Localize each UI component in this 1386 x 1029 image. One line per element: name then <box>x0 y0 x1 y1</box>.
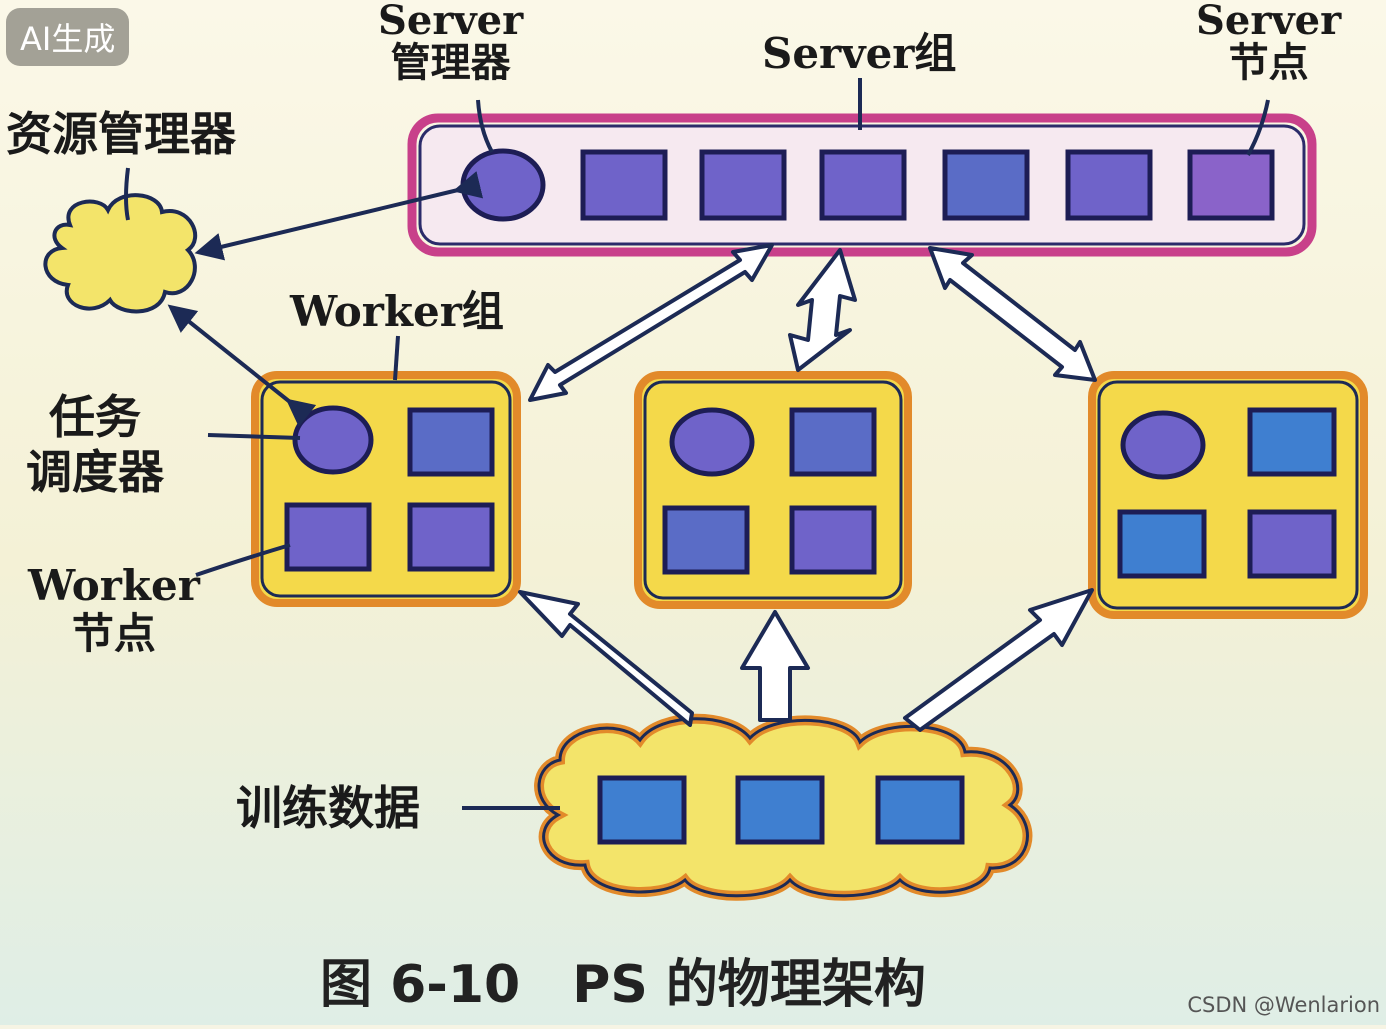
leader-task-scheduler <box>207 433 301 440</box>
server-node <box>699 149 787 221</box>
data-arrow-worker3 <box>903 588 1094 732</box>
worker-group-2 <box>634 371 912 609</box>
task-scheduler-circle <box>669 407 755 477</box>
worker-resource-arrow <box>167 304 317 427</box>
server-resource-arrow <box>194 171 484 261</box>
task-scheduler-circle <box>1120 410 1206 480</box>
ai-generated-badge: AI生成 <box>6 8 130 66</box>
worker-group-3 <box>1088 371 1368 619</box>
server-node <box>1187 149 1275 221</box>
connector-lines <box>124 78 1270 810</box>
server-worker-arrows <box>528 243 1097 402</box>
data-arrow-worker2 <box>740 610 810 722</box>
label-server-node: Server 节点 <box>1196 0 1342 86</box>
server-node <box>580 149 668 221</box>
leader-resource-manager <box>124 167 130 221</box>
worker-node <box>1247 407 1337 477</box>
worker-node <box>284 502 372 572</box>
data-block <box>597 775 687 845</box>
server-manager-circle <box>460 148 546 222</box>
server-node <box>819 149 907 221</box>
worker-node <box>789 505 877 575</box>
data-block <box>735 775 825 845</box>
label-server-group: Server组 <box>762 29 957 78</box>
label-training-data: 训练数据 <box>236 781 420 835</box>
double-arrow-worker2 <box>788 248 857 372</box>
task-scheduler-circle <box>292 405 374 475</box>
leader-worker-group <box>393 335 400 381</box>
watermark: CSDN @Wenlarion <box>1187 993 1380 1017</box>
label-task-scheduler: 任务 调度器 <box>26 390 164 500</box>
server-node <box>1065 149 1153 221</box>
worker-node <box>1117 509 1207 579</box>
data-worker-arrows <box>518 588 1094 732</box>
worker-node <box>662 505 750 575</box>
data-block <box>875 775 965 845</box>
server-node <box>942 149 1030 221</box>
server-group <box>407 113 1317 257</box>
label-worker-group: Worker组 <box>290 287 504 336</box>
worker-node <box>407 502 495 572</box>
label-worker-node: Worker 节点 <box>28 561 200 659</box>
worker-node <box>1247 509 1337 579</box>
label-server-manager: Server 管理器 <box>378 0 524 86</box>
figure-caption: 图 6-10 PS 的物理架构 <box>320 955 926 1015</box>
data-arrow-worker1 <box>518 590 694 727</box>
leader-server-manager <box>476 99 494 153</box>
training-data-cloud <box>534 713 1033 901</box>
label-resource-manager: 资源管理器 <box>6 107 236 161</box>
worker-node <box>407 407 495 477</box>
leader-server-node <box>1246 99 1270 156</box>
worker-node <box>789 407 877 477</box>
worker-group-1 <box>251 371 521 607</box>
resource-manager-cloud <box>43 193 198 314</box>
double-arrow-worker3 <box>928 246 1097 382</box>
double-arrow-worker1 <box>528 243 774 402</box>
leader-worker-node <box>195 543 291 577</box>
